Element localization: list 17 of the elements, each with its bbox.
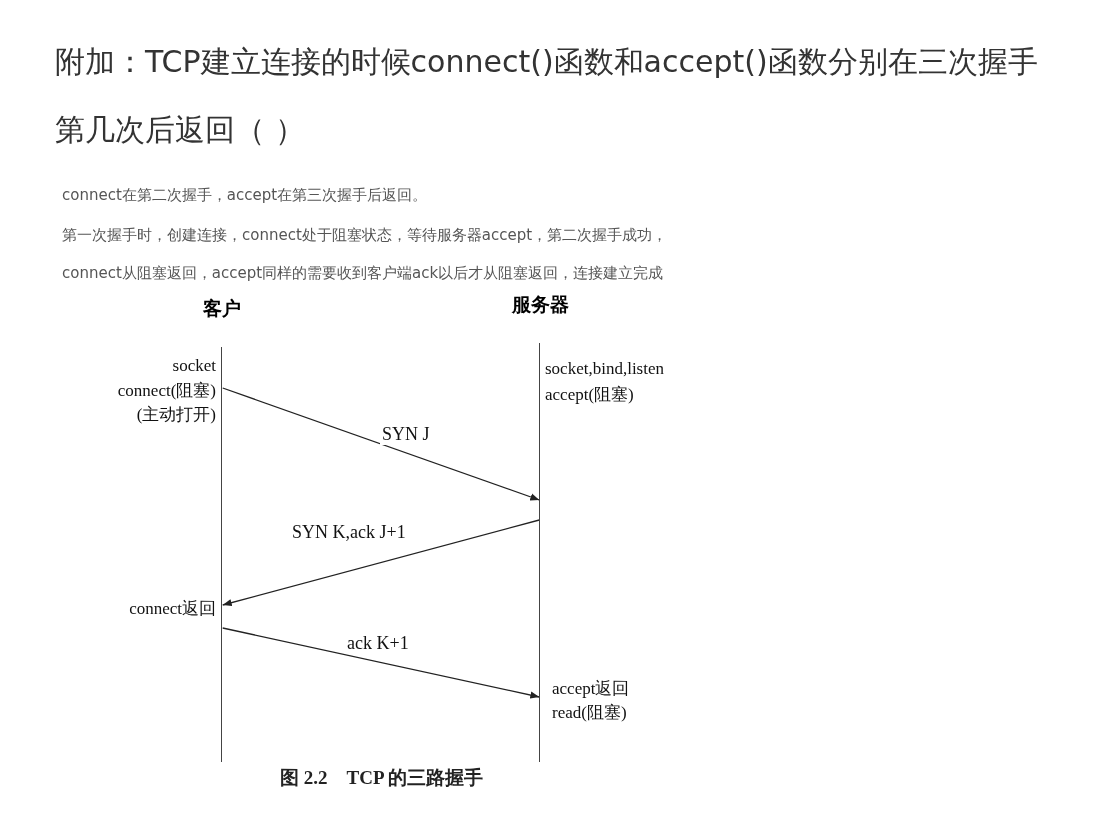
call-label: socket [172,355,216,377]
edge-label: SYN K,ack J+1 [290,522,408,543]
edge-label: SYN J [380,424,432,445]
figure-caption: 图 2.2 TCP 的三路握手 [280,766,484,790]
call-label: read(阻塞) [552,702,627,724]
explanation-text: connect从阻塞返回，accept同样的需要收到客户端ack以后才从阻塞返回，连接建立完成 [62,264,664,283]
call-label: connect返回 [129,598,216,620]
call-label: socket,bind,listen [545,358,664,380]
call-label: (主动打开) [136,404,216,426]
column-heading: 服务器 [511,293,569,317]
page-title: 附加：TCP建立连接的时候connect()函数和accept()函数分别在三次握手第几次后返回（ ） [55,43,1039,149]
call-label: accept返回 [552,678,630,700]
call-label: accept(阻塞) [545,384,634,406]
explanation-text: connect在第二次握手，accept在第三次握手后返回。 [62,186,428,205]
call-label: connect(阻塞) [117,380,216,402]
column-heading: 客户 [203,297,241,321]
explanation-text: 第一次握手时，创建连接，connect处于阻塞状态，等待服务器accept，第二次握手成功， [62,226,668,245]
